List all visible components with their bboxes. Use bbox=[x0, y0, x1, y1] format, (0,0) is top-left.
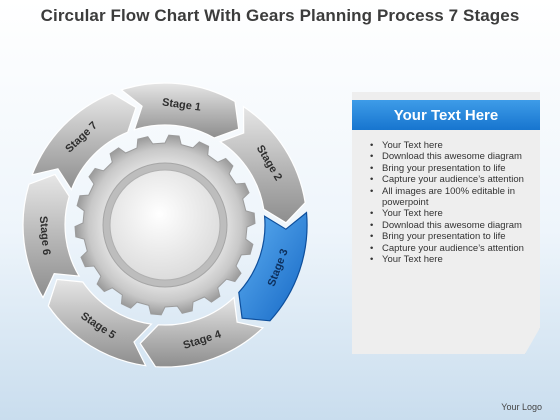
page-title: Circular Flow Chart With Gears Planning … bbox=[40, 6, 520, 25]
bullet-item: Bring your presentation to life bbox=[370, 231, 535, 243]
bullet-item: All images are 100% editable in powerpoi… bbox=[370, 186, 535, 209]
stage-segment-3 bbox=[238, 211, 308, 322]
logo-text: Your Logo bbox=[501, 402, 542, 412]
stage-label-6: Stage 6 bbox=[37, 216, 52, 256]
gear-center-hole bbox=[109, 169, 221, 281]
stage-segments bbox=[22, 82, 308, 368]
stage-segment-1 bbox=[120, 82, 240, 139]
stage-segment-5 bbox=[47, 278, 153, 367]
stage-label-1: Stage 1 bbox=[161, 96, 201, 113]
stage-segment-6 bbox=[22, 173, 81, 299]
stage-segment-7 bbox=[31, 92, 137, 192]
text-panel: Your Text Here Your Text hereDownload th… bbox=[352, 92, 540, 354]
bullet-item: Your Text here bbox=[370, 254, 535, 266]
bullet-item: Your Text here bbox=[370, 140, 535, 152]
bullet-item: Capture your audience’s attention bbox=[370, 243, 535, 255]
bullet-item: Download this awesome diagram bbox=[370, 151, 535, 163]
bullet-list: Your Text hereDownload this awesome diag… bbox=[370, 140, 535, 266]
gear-icon bbox=[74, 134, 256, 316]
panel-heading: Your Text Here bbox=[352, 100, 540, 130]
bullet-item: Capture your audience’s attention bbox=[370, 174, 535, 186]
bullet-item: Your Text here bbox=[370, 208, 535, 220]
stage-segment-2 bbox=[218, 105, 306, 224]
bullet-item: Bring your presentation to life bbox=[370, 163, 535, 175]
stage-segment-4 bbox=[139, 296, 265, 368]
bullet-item: Download this awesome diagram bbox=[370, 220, 535, 232]
